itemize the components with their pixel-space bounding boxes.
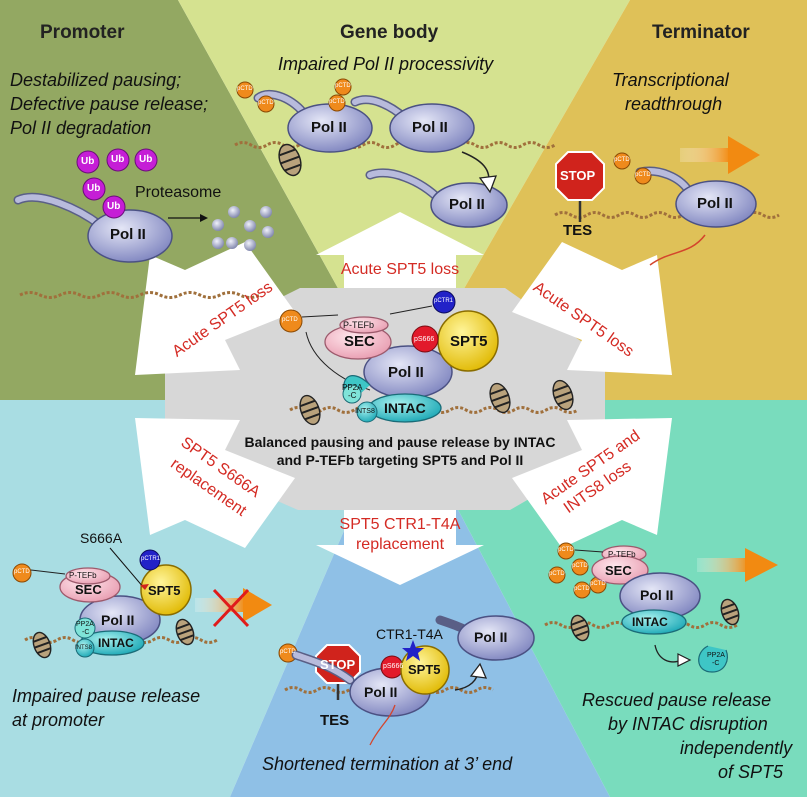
- bottom-center-illustration: [278, 615, 535, 746]
- arrow-bottom-label-1: SPT5 CTR1-T4A: [339, 516, 461, 533]
- bottom-left-caption-2: at promoter: [12, 710, 105, 730]
- pctd-gb-2: pCTD: [258, 100, 274, 106]
- pol2-center: Pol II: [388, 364, 424, 381]
- spt5-bc: SPT5: [408, 662, 441, 677]
- promoter-caption-1: Destabilized pausing;: [10, 70, 182, 90]
- pp2a-bl: PP2A: [76, 621, 94, 628]
- ub-label-1: Ub: [81, 156, 95, 167]
- gene-body-caption: Impaired Pol II processivity: [278, 54, 494, 74]
- terminator-heading: Terminator: [652, 22, 750, 43]
- promoter-caption-3: Pol II degradation: [10, 118, 152, 138]
- pctd-term-2: pCTD: [635, 172, 651, 178]
- pctd-bc: pCTD: [280, 649, 296, 655]
- ps666-center: pS666: [414, 336, 435, 343]
- pp2a-c-br: -C: [712, 660, 720, 667]
- tes-label-terminator: TES: [563, 222, 593, 239]
- sec-br: SEC: [605, 563, 632, 578]
- arrow-upper-right: [512, 242, 672, 375]
- arrow-top: [316, 212, 484, 288]
- ints8-bl: INTS8: [75, 645, 93, 651]
- pol2-bc-2: Pol II: [474, 629, 508, 645]
- ctr1-t4a-label: CTR1-T4A: [376, 626, 443, 642]
- ub-label-2: Ub: [111, 154, 125, 165]
- arrow-upper-left: [135, 242, 295, 375]
- intac-br: INTAC: [632, 615, 668, 629]
- terminator-caption-2: readthrough: [625, 94, 723, 114]
- ptefb-br: P-TEFb: [608, 550, 636, 559]
- gene-body-heading: Gene body: [340, 22, 439, 43]
- center-caption-1: Balanced pausing and pause release by IN…: [244, 434, 556, 450]
- ints8-center: INTS8: [355, 408, 375, 415]
- tes-label-bottom: TES: [320, 712, 350, 729]
- pctd-br-2: pCTD: [549, 571, 565, 577]
- stop-sign-bottom: STOP: [320, 657, 356, 672]
- bottom-center-caption: Shortened termination at 3’ end: [262, 754, 513, 774]
- pp2a-br: PP2A: [707, 652, 725, 659]
- intac-bl: INTAC: [98, 636, 134, 650]
- pol2-term: Pol II: [697, 195, 733, 212]
- pctd-br-1: pCTD: [558, 547, 574, 553]
- pctd-br-5: pCTD: [590, 581, 606, 587]
- promoter-illustration: [13, 148, 274, 299]
- pol2-promoter: Pol II: [110, 226, 146, 243]
- sec-center: SEC: [344, 333, 375, 350]
- pctd-br-3: pCTD: [572, 563, 588, 569]
- bottom-right-illustration: [544, 542, 778, 673]
- pctr1-center: pCTR1: [434, 298, 454, 304]
- intac-center: INTAC: [384, 400, 426, 416]
- bottom-right-caption-1: Rescued pause release: [582, 690, 772, 710]
- spt5-center: SPT5: [450, 333, 488, 350]
- proteasome-label: Proteasome: [135, 184, 222, 201]
- spt5-bl: SPT5: [148, 583, 181, 598]
- ps666-bc: pS666: [383, 663, 404, 670]
- arrow-bottom: [316, 510, 484, 585]
- terminator-illustration: [554, 136, 780, 266]
- pp2a-c-bl: -C: [82, 629, 90, 636]
- promoter-heading: Promoter: [40, 22, 125, 43]
- pctd-term-1: pCTD: [614, 157, 630, 163]
- pp2a-center: PP2A: [342, 383, 363, 392]
- center-caption-2: and P-TEFb targeting SPT5 and Pol II: [276, 452, 524, 468]
- pol2-bc-1: Pol II: [364, 684, 398, 700]
- stop-sign-terminator: STOP: [560, 168, 596, 183]
- pctd-gb-3: pCTD: [335, 83, 351, 89]
- pctd-center: pCTD: [282, 317, 298, 323]
- pol2-gb-1: Pol II: [311, 119, 347, 136]
- ptefb-center: P-TEFb: [343, 320, 375, 330]
- ub-label-4: Ub: [87, 183, 101, 194]
- bottom-right-caption-2: by INTAC disruption: [608, 714, 768, 734]
- pctr1-bl: pCTR1: [141, 556, 161, 562]
- arrow-lower-right: [512, 418, 672, 548]
- pctd-gb-1: pCTD: [237, 86, 253, 92]
- bottom-right-caption-4: of SPT5: [718, 762, 784, 782]
- gene-body-illustration: [234, 78, 556, 228]
- pp2a-c-center: -C: [348, 391, 357, 400]
- ub-label-3: Ub: [139, 154, 153, 165]
- pol2-gb-2: Pol II: [412, 119, 448, 136]
- center-illustration: [279, 290, 579, 426]
- promoter-caption-2: Defective pause release;: [10, 94, 209, 114]
- sec-bl: SEC: [75, 582, 102, 597]
- pol2-br: Pol II: [640, 587, 674, 603]
- s666a-label: S666A: [80, 530, 123, 546]
- bottom-right-caption-3: independently: [680, 738, 793, 758]
- pol2-gb-3: Pol II: [449, 196, 485, 213]
- arrow-bottom-label-2: replacement: [355, 536, 445, 553]
- terminator-caption-1: Transcriptional: [612, 70, 729, 90]
- pctd-gb-4: pCTD: [329, 99, 345, 105]
- pol2-bl: Pol II: [101, 612, 135, 628]
- ub-label-5: Ub: [107, 201, 121, 212]
- pctd-br-4: pCTD: [574, 586, 590, 592]
- bottom-center-panel: [230, 400, 610, 797]
- pctd-bl: pCTD: [14, 569, 30, 575]
- bottom-left-caption-1: Impaired pause release: [12, 686, 201, 706]
- arrow-lower-left: [135, 418, 295, 548]
- bottom-left-illustration: [12, 547, 272, 659]
- ptefb-bl: P-TEFb: [69, 571, 97, 580]
- arrow-top-label: Acute SPT5 loss: [340, 261, 460, 278]
